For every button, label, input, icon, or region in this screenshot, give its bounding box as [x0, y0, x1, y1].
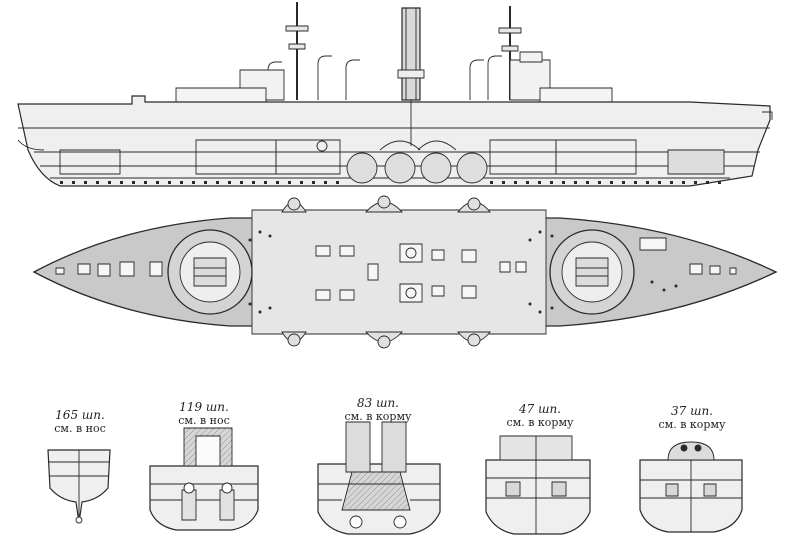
section-label-37: 37 шп. см. в корму: [642, 404, 742, 432]
side-profile: [18, 2, 772, 186]
section-165: [48, 450, 110, 523]
section-47: [486, 436, 590, 534]
mast-fore: [286, 2, 308, 100]
section-frame: 83 шп.: [357, 396, 399, 410]
deck-bollards: [248, 230, 678, 314]
superstructure: [176, 52, 612, 102]
funnel: [398, 8, 424, 100]
section-37: [640, 442, 742, 532]
portholes: [60, 181, 721, 184]
fore-turret: [168, 230, 252, 314]
section-direction: см. в корму: [658, 418, 726, 431]
section-frame: 165 шп.: [55, 408, 105, 422]
compartments-side: [60, 140, 724, 174]
section-frame: 47 шп.: [519, 402, 561, 416]
section-label-83: 83 шп. см. в корму: [328, 396, 428, 424]
section-direction: см. в нос: [178, 414, 230, 427]
sponsons: [282, 196, 490, 348]
section-frame: 119 шп.: [179, 400, 229, 414]
aft-turret: [550, 230, 634, 314]
section-label-47: 47 шп. см. в корму: [490, 402, 590, 430]
section-direction: см. в корму: [506, 416, 574, 429]
cross-sections: [48, 422, 742, 534]
section-direction: см. в корму: [344, 410, 412, 423]
section-83: [318, 422, 440, 534]
section-119: [150, 428, 258, 530]
section-label-119: 119 шп. см. в нос: [164, 400, 244, 428]
section-frame: 37 шп.: [671, 404, 713, 418]
boilers-side: [347, 100, 487, 183]
plan-view: [34, 196, 776, 348]
bow-fittings: [56, 238, 736, 276]
section-direction: см. в нос: [54, 422, 106, 435]
ventilators: [268, 56, 502, 100]
central-deck: [252, 210, 546, 334]
section-label-165: 165 шп. см. в нос: [40, 408, 120, 436]
deck-fittings: [316, 244, 526, 302]
hull-side: [18, 96, 772, 186]
